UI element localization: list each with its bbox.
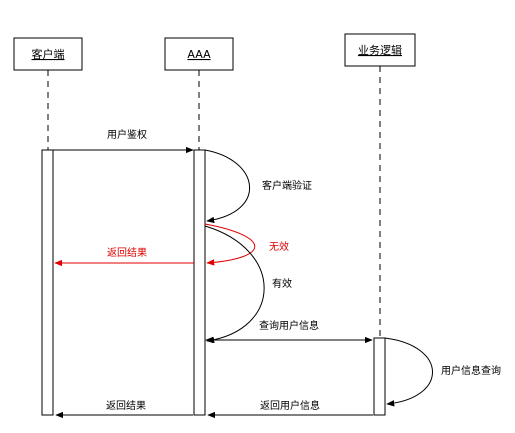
participant-business: 业务逻辑 (344, 33, 416, 67)
message-user-auth-label: 用户鉴权 (107, 128, 147, 141)
message-return-user-info: 返回用户信息 (207, 399, 373, 419)
message-return-result: 返回结果 (55, 399, 193, 419)
message-return-user-info-label: 返回用户信息 (260, 399, 320, 412)
message-client-verify: 客户端验证 (204, 149, 312, 224)
participant-client-label: 客户端 (32, 47, 65, 61)
message-valid-label: 有效 (272, 277, 292, 290)
participant-business-label: 业务逻辑 (358, 43, 402, 57)
message-user-auth: 用户鉴权 (53, 128, 194, 154)
message-return-result-label: 返回结果 (106, 399, 146, 412)
message-invalid: 无效 (204, 223, 289, 266)
message-invalid-label: 无效 (269, 240, 289, 253)
message-return-result-red: 返回结果 (54, 246, 194, 267)
participant-aaa-label: AAA (187, 48, 211, 61)
message-user-info-query-label: 用户信息查询 (441, 364, 501, 377)
message-query-user-info: 查询用户信息 (205, 319, 373, 344)
activation-aaa (193, 149, 206, 416)
message-client-verify-label: 客户端验证 (262, 179, 312, 192)
message-return-result-red-label: 返回结果 (107, 246, 147, 259)
message-query-user-info-label: 查询用户信息 (259, 319, 319, 332)
message-user-info-query: 用户信息查询 (384, 337, 501, 407)
participant-aaa: AAA (164, 37, 234, 71)
participant-client: 客户端 (13, 37, 83, 71)
message-valid: 有效 (204, 225, 292, 344)
activation-client (41, 149, 54, 416)
activation-business (373, 337, 386, 416)
